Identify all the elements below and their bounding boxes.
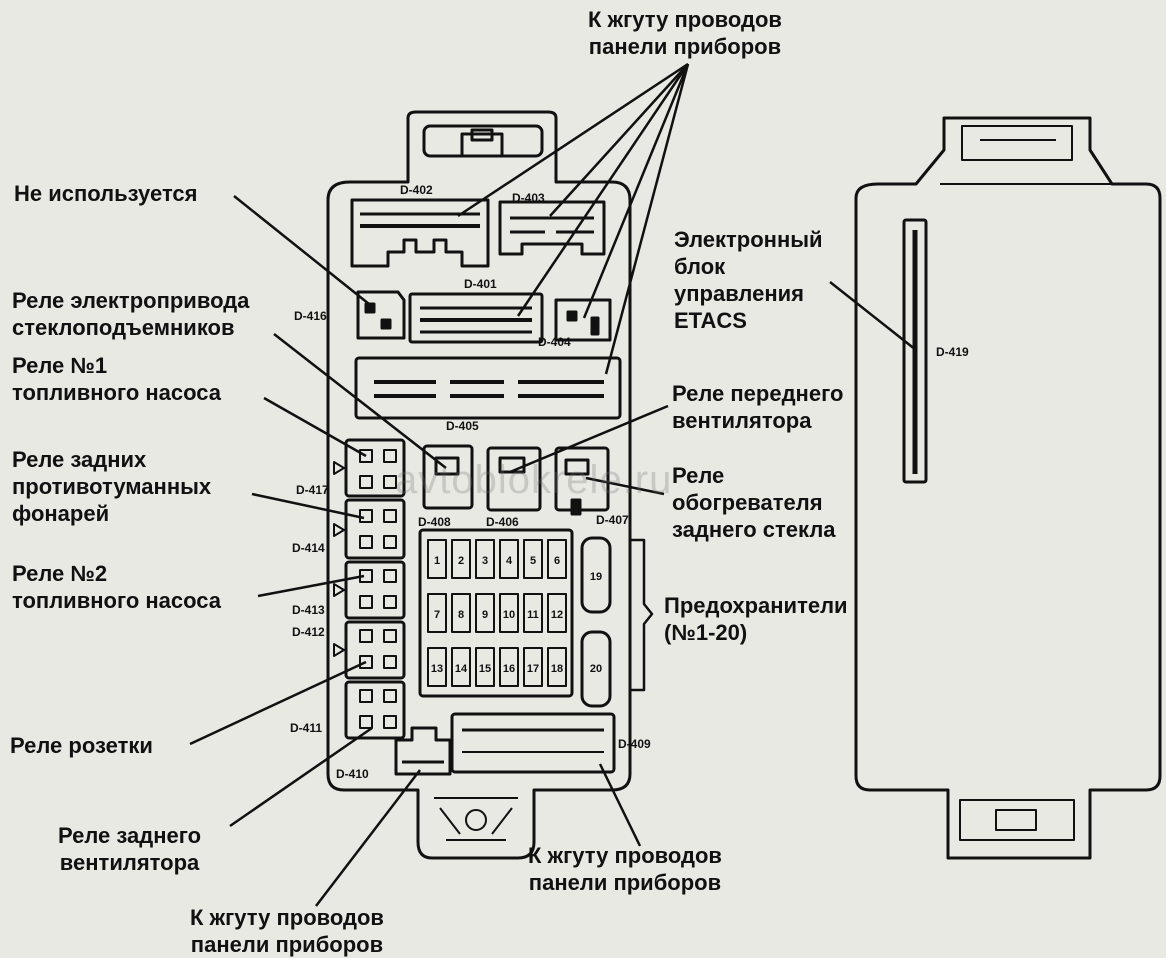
right-box-outline: [854, 116, 1162, 860]
label-d412: D-412: [292, 625, 325, 639]
label-d407: D-407: [596, 513, 629, 527]
label-d403: D-403: [512, 191, 545, 205]
connector-d410: [394, 726, 452, 776]
fuse-slot: [547, 647, 567, 687]
relay-d406: [486, 446, 542, 512]
label-d417: D-417: [296, 483, 329, 497]
fuse-slot: [475, 593, 495, 633]
fuse-number: 4: [506, 555, 513, 567]
fuse-slot: [499, 647, 519, 687]
connector-d401: [408, 292, 544, 344]
fuse-number: 12: [551, 609, 563, 621]
fuse-block: [418, 528, 574, 698]
fuse-slot: [427, 593, 447, 633]
fuse-20: 20: [590, 663, 602, 675]
fuse-slot: [475, 647, 495, 687]
connector-d403: [498, 200, 606, 256]
label-d414: D-414: [292, 541, 325, 555]
label-d413: D-413: [292, 603, 325, 617]
fuse-number: 15: [479, 663, 491, 675]
fuse-number: 18: [551, 663, 563, 675]
fuse-slot: [547, 539, 567, 579]
label-d411: D-411: [290, 721, 322, 735]
label-d408: D-408: [418, 515, 451, 529]
label-d410: D-410: [336, 767, 369, 781]
fuse-number: 6: [554, 555, 560, 567]
label-d401: D-401: [464, 277, 497, 291]
connector-d404: [554, 298, 612, 342]
connector-d419: [902, 218, 928, 484]
fuse-slot: [523, 539, 543, 579]
relay-d417: [344, 438, 406, 498]
fuse-slot: [499, 593, 519, 633]
label-d405: D-405: [446, 419, 479, 433]
connector-d409: [450, 712, 616, 774]
fuse-number: 7: [434, 609, 440, 621]
fuse-number: 11: [527, 609, 539, 621]
fuse-slot: [499, 539, 519, 579]
fuse-slot: [523, 647, 543, 687]
relay-d413: [344, 560, 406, 620]
fuse-number: 10: [503, 609, 515, 621]
label-not-used: Не используется: [14, 181, 198, 206]
label-d402: D-402: [400, 183, 433, 197]
relay-d407: [554, 446, 610, 512]
fuse-number: 5: [530, 555, 536, 567]
label-fuses: Предохранители(№1-20): [664, 593, 848, 645]
fuse-slot: [547, 593, 567, 633]
fuse-number: 3: [482, 555, 488, 567]
fuse-slot: [451, 539, 471, 579]
relay-d414: [344, 498, 406, 560]
fuse-number: 13: [431, 663, 443, 675]
label-socket-relay: Реле розетки: [10, 733, 153, 758]
fuse-slot: [427, 539, 447, 579]
watermark: avtoblokrele.ru: [395, 458, 673, 502]
fuse-slot: [523, 593, 543, 633]
fuse-slot: [451, 593, 471, 633]
fuse-number: 2: [458, 555, 464, 567]
fuse-slot: [451, 647, 471, 687]
fuse-number: 16: [503, 663, 515, 675]
fuse-slot: [475, 539, 495, 579]
fuse-number: 9: [482, 609, 488, 621]
label-d416: D-416: [294, 309, 327, 323]
label-d419: D-419: [936, 345, 969, 359]
relay-d411: [344, 680, 406, 740]
fuse-number: 8: [458, 609, 464, 621]
relay-d408: [422, 444, 474, 510]
relay-d412: [344, 620, 406, 680]
fuse-number: 17: [527, 663, 539, 675]
label-d406: D-406: [486, 515, 519, 529]
label-d404: D-404: [538, 335, 571, 349]
label-d409: D-409: [618, 737, 651, 751]
fuse-slot: [427, 647, 447, 687]
connector-d416: [356, 290, 406, 340]
fuse-number: 14: [455, 663, 468, 675]
connector-d402: [350, 198, 490, 268]
fuse-19: 19: [590, 571, 602, 583]
connector-d405: [354, 356, 622, 420]
fuse-number: 1: [434, 555, 440, 567]
